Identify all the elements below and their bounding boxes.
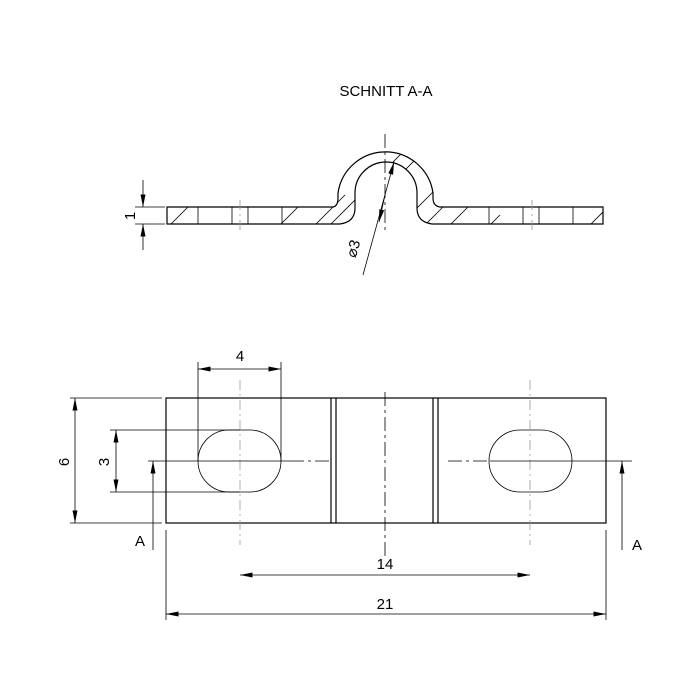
thickness-label: 1 xyxy=(122,212,139,220)
section-mark-right: A xyxy=(632,537,642,554)
hole-spacing-label: 14 xyxy=(377,556,394,573)
plate-outline xyxy=(165,397,607,524)
width-dimension: 6 xyxy=(56,397,162,524)
overall-length-label: 21 xyxy=(377,596,394,613)
hole-spacing-dimension: 14 xyxy=(240,556,530,578)
overall-length-dimension: 21 xyxy=(165,530,607,620)
slot-height-label: 3 xyxy=(96,458,113,466)
section-profile xyxy=(166,151,604,225)
strip-segments xyxy=(197,207,574,224)
slot-width-label: 4 xyxy=(236,348,244,365)
thickness-dimension: 1 xyxy=(122,180,165,250)
bend-lines xyxy=(330,398,439,523)
section-mark-left: A xyxy=(135,533,145,550)
diameter-dimension: ⌀3 xyxy=(343,161,395,276)
section-view: SCHNITT A-A xyxy=(122,83,604,276)
section-title: SCHNITT A-A xyxy=(339,83,432,100)
slot-height-dimension: 3 xyxy=(96,429,240,493)
top-view: A A 6 3 4 14 xyxy=(56,348,642,620)
section-line-a-a: A A xyxy=(135,460,642,554)
width-label: 6 xyxy=(56,458,73,466)
slot-width-dimension: 4 xyxy=(197,348,282,461)
diameter-label: ⌀3 xyxy=(343,238,364,259)
